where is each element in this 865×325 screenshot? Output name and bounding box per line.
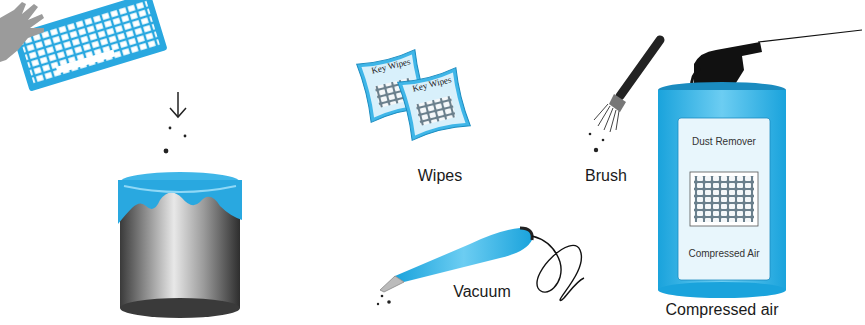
keyboard (12, 0, 167, 92)
can-text: Dust Remover (692, 136, 756, 148)
trash-can (118, 172, 242, 318)
tool-caption: Vacuum (453, 283, 511, 301)
hand-vacuum (377, 228, 584, 305)
hand (0, 2, 44, 62)
can-text: Compressed Air (688, 248, 759, 260)
tool-caption: Brush (585, 167, 627, 185)
wipe-packet (398, 68, 471, 141)
tool-caption: Compressed air (666, 301, 779, 319)
brush (589, 40, 660, 152)
tool-caption: Wipes (418, 167, 462, 185)
compressed-air-can (658, 30, 862, 298)
